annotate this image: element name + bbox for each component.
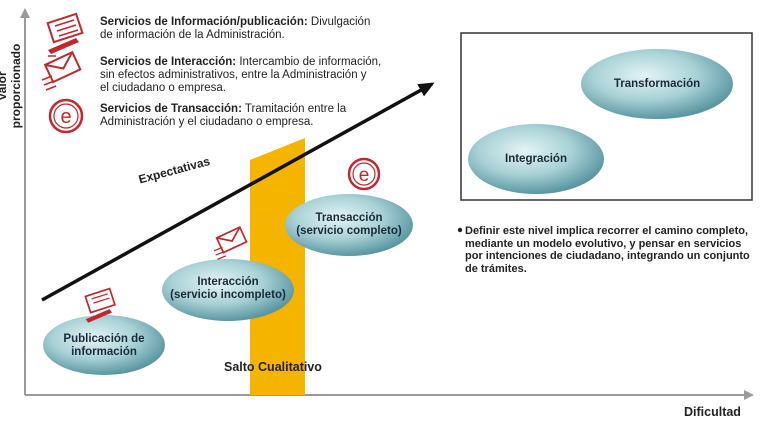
integracion-ellipse xyxy=(468,124,604,194)
salto-cualitativo-bar xyxy=(250,138,305,395)
e-symbol-icon: e xyxy=(48,98,84,134)
salto-cualitativo-label: Salto Cualitativo xyxy=(224,360,322,374)
legend-text: Administración y el ciudadano o empresa. xyxy=(100,116,314,128)
legend-text: Intercambio de información, xyxy=(239,56,382,68)
legend-item-transaccion: Servicios de Transacción: Tramitación en… xyxy=(100,103,410,129)
stage-label-publicacion: Publicación de información xyxy=(54,333,154,359)
legend-title: Servicios de Transacción: xyxy=(100,103,242,115)
svg-text:e: e xyxy=(60,106,71,128)
transformacion-label: Transformación xyxy=(613,78,701,90)
transformacion-ellipse xyxy=(581,49,733,119)
integracion-label: Integración xyxy=(505,153,567,165)
stage-line: Interacción xyxy=(197,276,259,288)
legend-title: Servicios de Interacción: xyxy=(100,56,237,68)
legend-item-interaccion: Servicios de Interacción: Intercambio de… xyxy=(100,56,420,95)
transaccion-e-icon: e xyxy=(347,157,381,191)
expectativas-arrow xyxy=(41,82,435,302)
stage-label-transaccion: Transacción (servicio completo) xyxy=(294,212,404,238)
legend-title: Servicios de Información/publicación: xyxy=(100,16,308,28)
y-axis-label: Valor proporcionado xyxy=(0,43,23,129)
stage-line: (servicio completo) xyxy=(296,225,402,237)
x-axis-label: Dificultad xyxy=(684,405,741,419)
integration-box xyxy=(460,32,753,201)
legend-item-publicacion: Servicios de Información/publicación: Di… xyxy=(100,16,410,42)
legend-text: Divulgación xyxy=(310,16,371,28)
stage-line: Transacción xyxy=(315,212,383,224)
stage-line: Publicación de xyxy=(63,333,145,345)
envelope-icon xyxy=(41,50,82,91)
stage-ellipse-publicacion xyxy=(43,315,165,375)
legend-text: Tramitación entre la xyxy=(244,103,347,115)
note-bullet xyxy=(457,227,463,233)
legend-text: sin efectos administrativos, entre la Ad… xyxy=(100,69,367,81)
svg-text:e: e xyxy=(359,165,370,186)
interaccion-envelope-icon xyxy=(213,226,248,260)
note-text: Definir este nivel implica recorrer el c… xyxy=(465,225,750,275)
stage-ellipse-transaccion xyxy=(285,194,413,256)
publicacion-pencil-icon xyxy=(84,287,116,323)
stage-ellipse-interaccion xyxy=(162,259,294,321)
legend-text: el ciudadano o empresa. xyxy=(100,82,226,94)
stage-line: información xyxy=(71,346,137,358)
form-pencil-icon xyxy=(46,12,84,57)
stage-line: (servicio incompleto) xyxy=(170,289,286,301)
legend-text: de información de la Administración. xyxy=(100,29,285,41)
stage-label-interaccion: Interacción (servicio incompleto) xyxy=(168,276,288,302)
